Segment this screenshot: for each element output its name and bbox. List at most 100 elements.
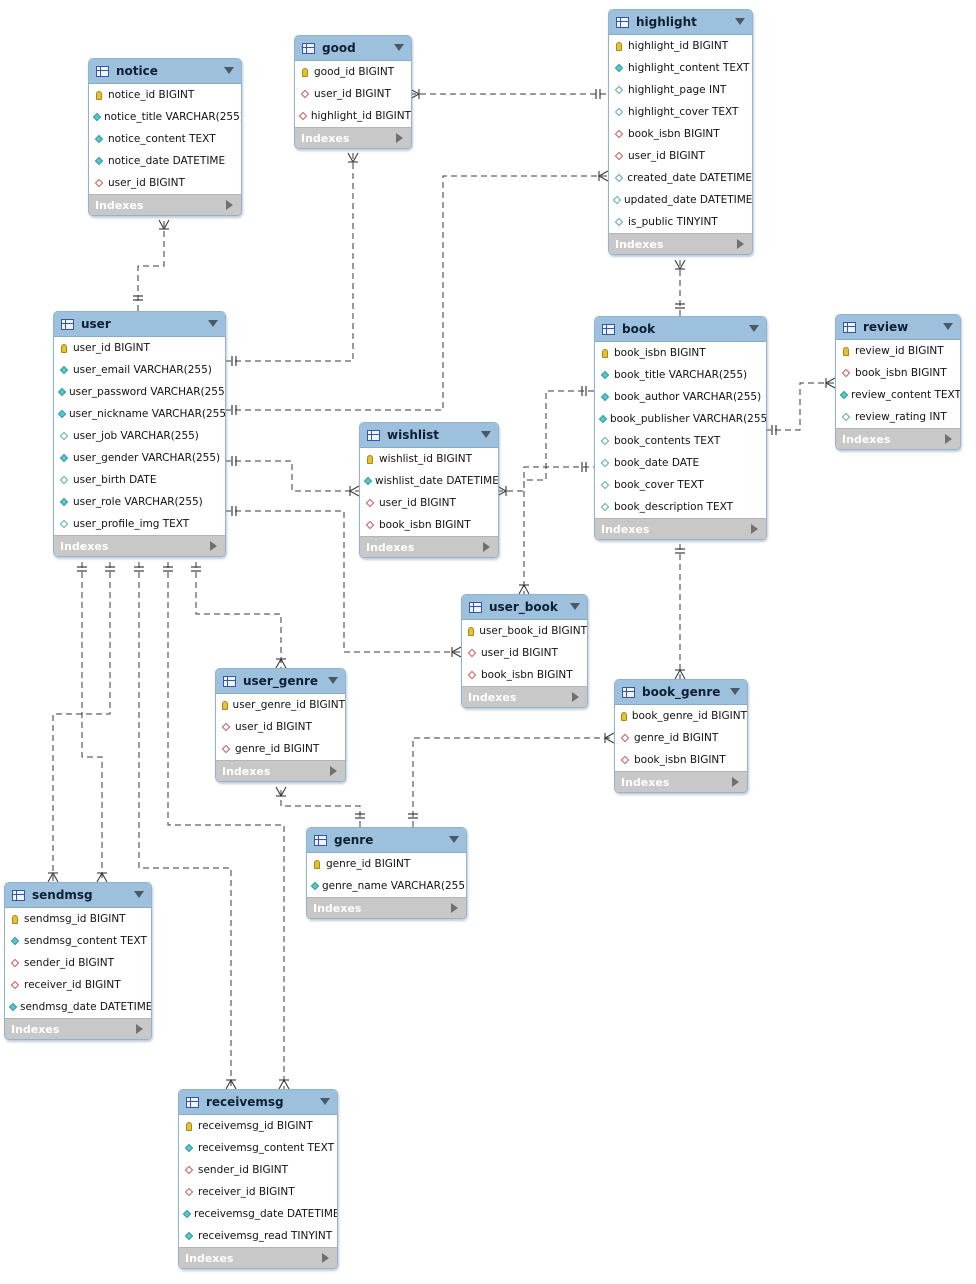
- column-row[interactable]: user_nickname VARCHAR(255): [54, 403, 225, 425]
- dropdown-arrow-icon[interactable]: [394, 44, 404, 51]
- column-row[interactable]: user_book_id BIGINT: [462, 620, 587, 642]
- column-row[interactable]: book_isbn BIGINT: [615, 749, 747, 771]
- table-user-genre[interactable]: user_genre user_genre_id BIGINT user_id …: [215, 668, 346, 782]
- column-row[interactable]: review_content TEXT: [836, 384, 960, 406]
- column-row[interactable]: book_contents TEXT: [595, 430, 766, 452]
- column-row[interactable]: highlight_id BIGINT: [295, 105, 411, 127]
- dropdown-arrow-icon[interactable]: [749, 325, 759, 332]
- column-row[interactable]: review_id BIGINT: [836, 340, 960, 362]
- dropdown-arrow-icon[interactable]: [449, 836, 459, 843]
- column-row[interactable]: user_profile_img TEXT: [54, 513, 225, 535]
- expand-arrow-icon[interactable]: [396, 133, 403, 143]
- dropdown-arrow-icon[interactable]: [320, 1098, 330, 1105]
- column-row[interactable]: book_isbn BIGINT: [360, 514, 498, 536]
- column-row[interactable]: user_birth DATE: [54, 469, 225, 491]
- expand-arrow-icon[interactable]: [751, 524, 758, 534]
- column-row[interactable]: wishlist_date DATETIME: [360, 470, 498, 492]
- column-row[interactable]: created_date DATETIME: [609, 167, 752, 189]
- column-row[interactable]: receiver_id BIGINT: [179, 1181, 337, 1203]
- indexes-bar[interactable]: Indexes: [5, 1018, 151, 1039]
- column-row[interactable]: receiver_id BIGINT: [5, 974, 151, 996]
- column-row[interactable]: receivemsg_content TEXT: [179, 1137, 337, 1159]
- table-notice[interactable]: notice notice_id BIGINT notice_title VAR…: [88, 58, 242, 216]
- column-row[interactable]: book_date DATE: [595, 452, 766, 474]
- table-header[interactable]: book_genre: [615, 680, 747, 705]
- column-row[interactable]: updated_date DATETIME: [609, 189, 752, 211]
- column-row[interactable]: book_description TEXT: [595, 496, 766, 518]
- expand-arrow-icon[interactable]: [322, 1253, 329, 1263]
- column-row[interactable]: book_cover TEXT: [595, 474, 766, 496]
- expand-arrow-icon[interactable]: [945, 434, 952, 444]
- expand-arrow-icon[interactable]: [483, 542, 490, 552]
- table-header[interactable]: user_book: [462, 595, 587, 620]
- column-row[interactable]: book_author VARCHAR(255): [595, 386, 766, 408]
- expand-arrow-icon[interactable]: [732, 777, 739, 787]
- dropdown-arrow-icon[interactable]: [328, 677, 338, 684]
- column-row[interactable]: sendmsg_date DATETIME: [5, 996, 151, 1018]
- column-row[interactable]: highlight_id BIGINT: [609, 35, 752, 57]
- column-row[interactable]: highlight_page INT: [609, 79, 752, 101]
- expand-arrow-icon[interactable]: [210, 541, 217, 551]
- indexes-bar[interactable]: Indexes: [836, 428, 960, 449]
- column-row[interactable]: user_email VARCHAR(255): [54, 359, 225, 381]
- dropdown-arrow-icon[interactable]: [224, 67, 234, 74]
- column-row[interactable]: user_id BIGINT: [216, 716, 345, 738]
- column-row[interactable]: user_id BIGINT: [360, 492, 498, 514]
- table-good[interactable]: good good_id BIGINT user_id BIGINT highl…: [294, 35, 412, 149]
- table-header[interactable]: good: [295, 36, 411, 61]
- dropdown-arrow-icon[interactable]: [943, 323, 953, 330]
- column-row[interactable]: user_job VARCHAR(255): [54, 425, 225, 447]
- expand-arrow-icon[interactable]: [330, 766, 337, 776]
- expand-arrow-icon[interactable]: [451, 903, 458, 913]
- dropdown-arrow-icon[interactable]: [735, 18, 745, 25]
- column-row[interactable]: book_isbn BIGINT: [836, 362, 960, 384]
- expand-arrow-icon[interactable]: [572, 692, 579, 702]
- dropdown-arrow-icon[interactable]: [208, 320, 218, 327]
- table-wishlist[interactable]: wishlist wishlist_id BIGINT wishlist_dat…: [359, 422, 499, 558]
- column-row[interactable]: notice_id BIGINT: [89, 84, 241, 106]
- column-row[interactable]: user_id BIGINT: [295, 83, 411, 105]
- column-row[interactable]: user_id BIGINT: [609, 145, 752, 167]
- column-row[interactable]: genre_id BIGINT: [216, 738, 345, 760]
- column-row[interactable]: user_password VARCHAR(255): [54, 381, 225, 403]
- column-row[interactable]: user_id BIGINT: [462, 642, 587, 664]
- table-highlight[interactable]: highlight highlight_id BIGINT highlight_…: [608, 9, 753, 255]
- table-sendmsg[interactable]: sendmsg sendmsg_id BIGINT sendmsg_conten…: [4, 882, 152, 1040]
- column-row[interactable]: highlight_cover TEXT: [609, 101, 752, 123]
- table-header[interactable]: user: [54, 312, 225, 337]
- table-header[interactable]: review: [836, 315, 960, 340]
- indexes-bar[interactable]: Indexes: [179, 1247, 337, 1268]
- column-row[interactable]: user_id BIGINT: [54, 337, 225, 359]
- column-row[interactable]: user_role VARCHAR(255): [54, 491, 225, 513]
- column-row[interactable]: user_gender VARCHAR(255): [54, 447, 225, 469]
- table-receivemsg[interactable]: receivemsg receivemsg_id BIGINT receivem…: [178, 1089, 338, 1269]
- column-row[interactable]: notice_date DATETIME: [89, 150, 241, 172]
- column-row[interactable]: book_title VARCHAR(255): [595, 364, 766, 386]
- column-row[interactable]: user_genre_id BIGINT: [216, 694, 345, 716]
- column-row[interactable]: is_public TINYINT: [609, 211, 752, 233]
- column-row[interactable]: sendmsg_id BIGINT: [5, 908, 151, 930]
- indexes-bar[interactable]: Indexes: [216, 760, 345, 781]
- column-row[interactable]: user_id BIGINT: [89, 172, 241, 194]
- table-header[interactable]: user_genre: [216, 669, 345, 694]
- indexes-bar[interactable]: Indexes: [615, 771, 747, 792]
- column-row[interactable]: wishlist_id BIGINT: [360, 448, 498, 470]
- table-header[interactable]: highlight: [609, 10, 752, 35]
- table-user[interactable]: user user_id BIGINT user_email VARCHAR(2…: [53, 311, 226, 557]
- table-user-book[interactable]: user_book user_book_id BIGINT user_id BI…: [461, 594, 588, 708]
- dropdown-arrow-icon[interactable]: [134, 891, 144, 898]
- expand-arrow-icon[interactable]: [226, 200, 233, 210]
- table-header[interactable]: receivemsg: [179, 1090, 337, 1115]
- column-row[interactable]: book_isbn BIGINT: [595, 342, 766, 364]
- column-row[interactable]: review_rating INT: [836, 406, 960, 428]
- indexes-bar[interactable]: Indexes: [54, 535, 225, 556]
- column-row[interactable]: genre_id BIGINT: [307, 853, 466, 875]
- table-header[interactable]: notice: [89, 59, 241, 84]
- expand-arrow-icon[interactable]: [136, 1024, 143, 1034]
- table-book[interactable]: book book_isbn BIGINT book_title VARCHAR…: [594, 316, 767, 540]
- expand-arrow-icon[interactable]: [737, 239, 744, 249]
- column-row[interactable]: genre_id BIGINT: [615, 727, 747, 749]
- column-row[interactable]: book_genre_id BIGINT: [615, 705, 747, 727]
- column-row[interactable]: sendmsg_content TEXT: [5, 930, 151, 952]
- table-header[interactable]: wishlist: [360, 423, 498, 448]
